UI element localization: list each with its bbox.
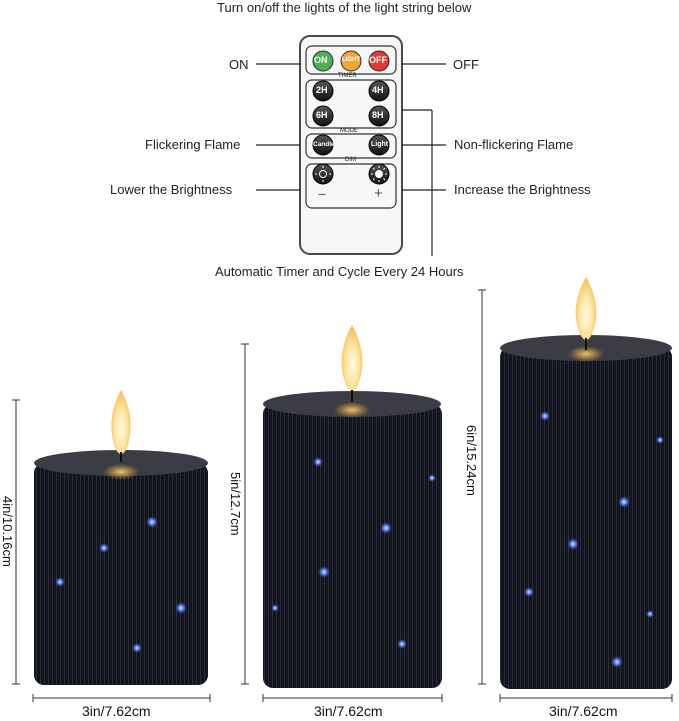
candle-large-width: 3in/7.62cm xyxy=(549,703,618,719)
dim-plus-icon: + xyxy=(374,185,383,202)
dim-increase-icon xyxy=(371,166,387,182)
remote-light-button xyxy=(340,50,362,72)
candle-small-height: 4in/10.16cm xyxy=(0,496,15,567)
timer-2h-label: 2H xyxy=(316,85,328,95)
label-on: ON xyxy=(229,57,249,72)
remote-off-label: OFF xyxy=(369,55,387,65)
label-increase-brightness: Increase the Brightness xyxy=(454,182,591,197)
candle-small-width: 3in/7.62cm xyxy=(82,703,151,719)
timer-6h-label: 6H xyxy=(316,110,328,120)
candle-medium-height: 5in/12.7cm xyxy=(228,472,243,536)
label-off: OFF xyxy=(453,57,479,72)
mode-light-label: Light xyxy=(371,141,389,148)
mode-candle-label: Candle xyxy=(313,141,335,148)
timer-4h-label: 4H xyxy=(372,85,384,95)
label-flickering: Flickering Flame xyxy=(145,137,241,152)
remote-on-label: ON xyxy=(314,55,328,65)
candle-small xyxy=(34,390,208,685)
remote-off-button xyxy=(368,50,390,72)
dim-section-label: DIM xyxy=(345,157,356,163)
label-lower-brightness: Lower the Brightness xyxy=(110,182,233,197)
candle-large-height: 6in/15.24cm xyxy=(464,425,479,496)
candle-medium-width: 3in/7.62cm xyxy=(314,703,383,719)
header-title: Turn on/off the lights of the light stri… xyxy=(217,0,472,15)
dim-lower-icon xyxy=(315,166,331,182)
timer-8h-label: 8H xyxy=(372,110,384,120)
remote-light-label: LIGHT xyxy=(342,57,360,63)
candle-large xyxy=(500,277,672,689)
dim-minus-icon: − xyxy=(318,186,327,202)
remote-on-button xyxy=(312,50,334,72)
label-timer-note: Automatic Timer and Cycle Every 24 Hours xyxy=(215,264,464,279)
label-non-flickering: Non-flickering Flame xyxy=(454,137,574,152)
mode-section-label: MODE xyxy=(340,128,358,134)
candle-medium xyxy=(263,325,442,688)
timer-section-label: TIMER xyxy=(338,73,357,79)
